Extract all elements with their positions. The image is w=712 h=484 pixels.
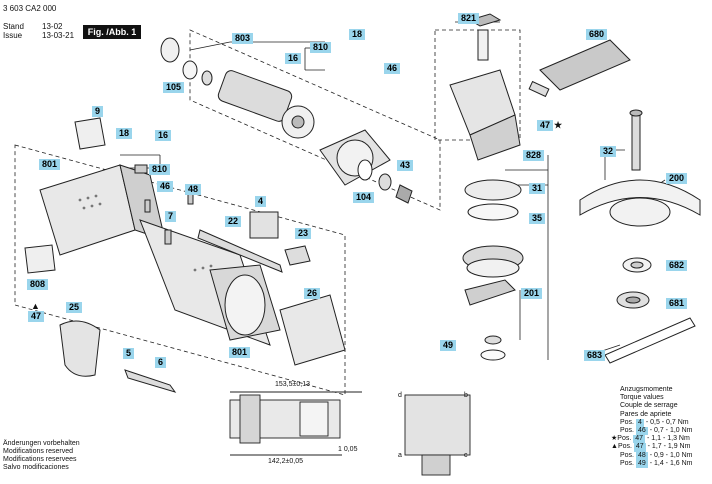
- torque-key: 4: [635, 418, 644, 428]
- callout-48: 48: [185, 184, 202, 195]
- callout-23: 23: [295, 228, 312, 239]
- torque-pos: Pos.: [617, 435, 632, 443]
- dimension-inner: 142,2±0,05: [268, 458, 303, 465]
- torque-pos: Pos.: [617, 443, 632, 451]
- callout-16-left: 16: [155, 130, 172, 141]
- torque-row: Pos. 49 - 1,4 - 1,6 Nm: [620, 459, 693, 469]
- callout-801: 801: [39, 159, 61, 170]
- footer-note: Salvo modificaciones: [3, 464, 69, 471]
- callout-25: 25: [66, 302, 83, 313]
- footer-notes: Änderungen vorbehalten Modifications res…: [3, 440, 80, 472]
- callout-47-left: 47: [28, 311, 45, 322]
- detail-letter-a: a: [398, 452, 402, 459]
- callout-801-lower: 801: [229, 347, 251, 358]
- callout-18-left: 18: [116, 128, 133, 139]
- torque-range: - 1,7 - 1,9 Nm: [647, 443, 691, 451]
- callout-201: 201: [521, 288, 543, 299]
- footer-note: Modifications reservees: [3, 456, 77, 463]
- callout-35: 35: [529, 213, 546, 224]
- callout-49: 49: [440, 340, 457, 351]
- torque-range: - 1,1 - 1,3 Nm: [647, 435, 690, 443]
- torque-pos: Pos.: [620, 427, 635, 435]
- footer-note: Modifications reserved: [3, 448, 74, 455]
- issue-label: Issue: [3, 31, 23, 40]
- dimension-concentricity: 1 0,05: [338, 446, 358, 453]
- callout-680: 680: [586, 29, 608, 40]
- figure-label: Fig. /Abb. 1: [83, 25, 141, 39]
- dimension-overall: 153,5±0,13: [275, 381, 310, 388]
- callout-5: 5: [123, 348, 135, 359]
- torque-pos: Pos.: [620, 459, 635, 467]
- callout-16: 16: [285, 53, 302, 64]
- torque-table: Anzugsmomente Torque values Couple de se…: [611, 386, 693, 469]
- callout-47-right: 47: [537, 120, 554, 131]
- triangle-mark: ▲: [31, 301, 40, 311]
- torque-mark: ★: [611, 435, 618, 443]
- torque-range: - 0,7 - 1,0 Nm: [649, 427, 693, 435]
- stand-value: 13-02: [42, 22, 63, 31]
- callout-7: 7: [165, 211, 177, 222]
- callout-43: 43: [397, 160, 414, 171]
- torque-row: Pos. 46 - 0,7 - 1,0 Nm: [620, 427, 693, 436]
- callout-46-left: 46: [157, 181, 174, 192]
- callout-808: 808: [27, 279, 49, 290]
- callout-803: 803: [232, 33, 254, 44]
- callout-31: 31: [529, 183, 546, 194]
- callout-104: 104: [353, 192, 375, 203]
- callout-22: 22: [225, 216, 242, 227]
- torque-key: 47: [633, 435, 646, 444]
- torque-key: 47: [633, 443, 646, 452]
- detail-letter-d: d: [398, 392, 402, 399]
- footer-note: Änderungen vorbehalten: [3, 440, 80, 447]
- callout-828: 828: [523, 150, 545, 161]
- callout-4: 4: [255, 196, 267, 207]
- callout-46: 46: [384, 63, 401, 74]
- torque-row: Pos. 4 - 0,5 - 0,7 Nm: [620, 418, 693, 428]
- torque-row: ▲Pos. 47 - 1,7 - 1,9 Nm: [611, 443, 693, 452]
- torque-range: - 0,9 - 1,0 Nm: [649, 451, 693, 459]
- star-mark: ★: [554, 120, 563, 130]
- callout-683: 683: [584, 350, 606, 361]
- callout-105: 105: [163, 82, 185, 93]
- stand-label: Stand: [3, 22, 24, 31]
- callout-810: 810: [310, 42, 332, 53]
- torque-key: 49: [635, 459, 648, 469]
- torque-key: 48: [635, 451, 648, 460]
- torque-title: Anzugsmomente: [620, 386, 673, 393]
- callout-18: 18: [349, 29, 366, 40]
- callout-810-left: 810: [149, 164, 171, 175]
- torque-mark: ▲: [611, 443, 618, 451]
- torque-key: 46: [635, 427, 648, 436]
- torque-pos: Pos.: [620, 451, 635, 459]
- callout-200: 200: [666, 173, 688, 184]
- issue-value: 13-03-21: [42, 31, 75, 40]
- torque-pos: Pos.: [620, 418, 635, 426]
- detail-letter-b: b: [464, 392, 468, 399]
- callout-32: 32: [600, 146, 617, 157]
- part-number: 3 603 CA2 000: [3, 4, 57, 13]
- callout-6: 6: [155, 357, 167, 368]
- detail-letter-c: c: [464, 452, 468, 459]
- torque-title: Pares de apriete: [620, 410, 672, 418]
- torque-title: Torque values: [620, 394, 664, 402]
- callout-9: 9: [92, 106, 104, 117]
- callout-26: 26: [304, 288, 321, 299]
- torque-row: Pos. 48 - 0,9 - 1,0 Nm: [620, 451, 693, 460]
- callout-821: 821: [458, 13, 480, 24]
- torque-range: - 1,4 - 1,6 Nm: [649, 459, 693, 467]
- torque-title: Couple de serrage: [620, 402, 678, 410]
- torque-range: - 0,5 - 0,7 Nm: [645, 418, 689, 426]
- callout-682: 682: [666, 260, 688, 271]
- callout-681: 681: [666, 298, 688, 309]
- torque-row: ★Pos. 47 - 1,1 - 1,3 Nm: [611, 435, 693, 444]
